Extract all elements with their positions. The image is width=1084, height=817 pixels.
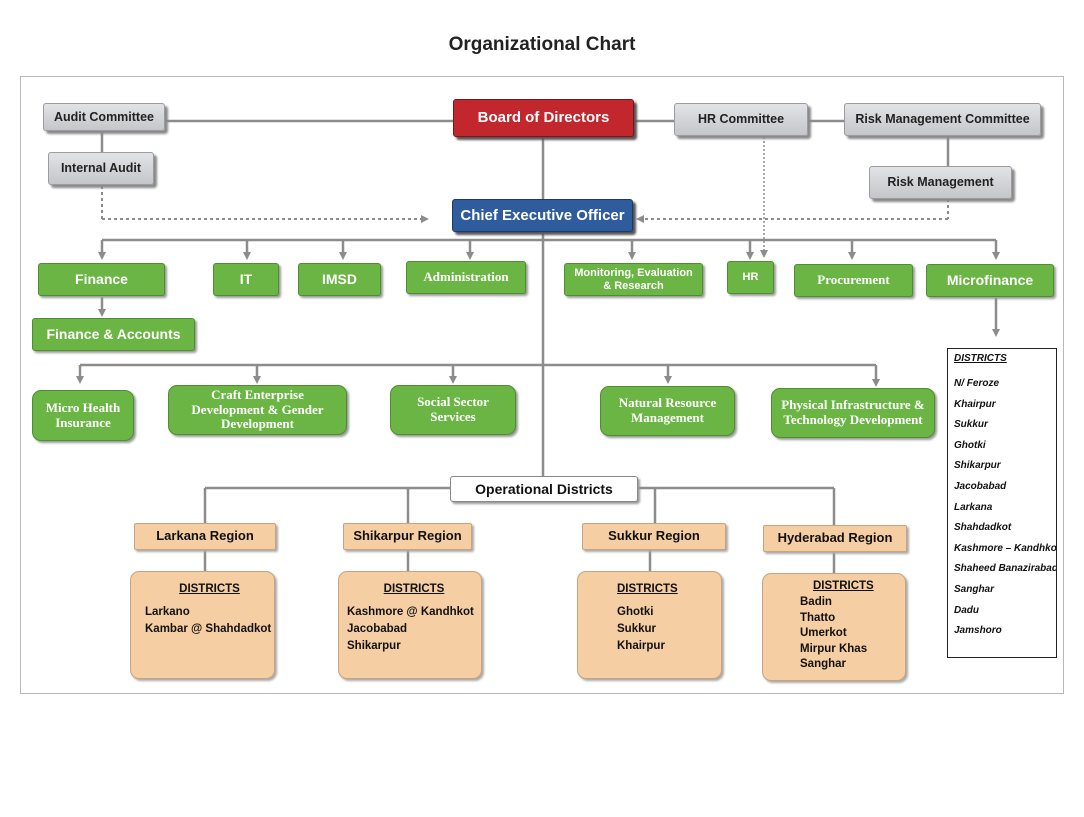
dept-finance-accounts: Finance & Accounts bbox=[32, 318, 195, 351]
dept-finance: Finance bbox=[38, 263, 165, 296]
district-item: Shikarpur bbox=[954, 460, 1001, 472]
district-item: Khairpur bbox=[617, 640, 665, 652]
microfinance-districts-list: DISTRICTS N/ Feroze Khairpur Sukkur Ghot… bbox=[947, 348, 1057, 658]
chart-title: Organizational Chart bbox=[448, 34, 636, 55]
district-item: Ghotki bbox=[617, 606, 654, 618]
operational-districts-box: Operational Districts bbox=[450, 476, 638, 502]
dept-it: IT bbox=[213, 263, 279, 296]
district-item: Sukkur bbox=[617, 623, 656, 635]
shikarpur-districts-panel: DISTRICTS Kashmore @ Kandhkot Jacobabad … bbox=[338, 571, 482, 679]
ceo-box: Chief Executive Officer bbox=[452, 199, 633, 232]
districts-heading: DISTRICTS bbox=[617, 583, 678, 595]
program-natural-resource-management: Natural Resource Management bbox=[600, 386, 735, 436]
dept-imsd: IMSD bbox=[298, 263, 381, 296]
dept-microfinance: Microfinance bbox=[926, 264, 1054, 297]
district-item: Khairpur bbox=[954, 398, 996, 410]
districts-heading: DISTRICTS bbox=[179, 583, 240, 595]
districts-heading: DISTRICTS bbox=[813, 580, 874, 592]
district-item: Jamshoro bbox=[954, 625, 1002, 637]
region-larkana: Larkana Region bbox=[134, 523, 276, 550]
district-item: Sanghar bbox=[954, 583, 995, 595]
districts-heading: DISTRICTS bbox=[383, 583, 445, 595]
program-craft-enterprise: Craft Enterprise Development & Gender De… bbox=[168, 385, 347, 435]
region-sukkur: Sukkur Region bbox=[582, 523, 726, 550]
district-item: Shikarpur bbox=[347, 640, 401, 652]
district-item: Umerkot bbox=[800, 627, 847, 639]
dept-monitoring-evaluation-research: Monitoring, Evaluation & Research bbox=[564, 263, 703, 296]
audit-committee-box: Audit Committee bbox=[43, 103, 165, 131]
region-shikarpur: Shikarpur Region bbox=[343, 523, 472, 550]
district-item: Ghotki bbox=[954, 439, 986, 451]
program-physical-infrastructure: Physical Infrastructure & Technology Dev… bbox=[771, 388, 935, 438]
hyderabad-districts-panel: DISTRICTS Badin Thatto Umerkot Mirpur Kh… bbox=[762, 573, 906, 681]
district-item: Larkano bbox=[145, 606, 190, 618]
district-item: Thatto bbox=[800, 611, 836, 624]
district-item: Shaheed Banazirabad bbox=[954, 563, 1057, 575]
district-item: N/ Feroze bbox=[954, 378, 1000, 389]
district-item: Jacobabad bbox=[347, 623, 408, 635]
sukkur-districts-panel: DISTRICTS Ghotki Sukkur Khairpur bbox=[577, 571, 722, 679]
dept-hr: HR bbox=[727, 261, 774, 294]
district-item: Kambar @ Shahdadkot bbox=[145, 623, 272, 635]
risk-committee-box: Risk Management Committee bbox=[844, 103, 1041, 136]
internal-audit-box: Internal Audit bbox=[48, 152, 154, 185]
region-hyderabad: Hyderabad Region bbox=[763, 525, 907, 552]
district-item: Badin bbox=[800, 596, 832, 608]
risk-management-box: Risk Management bbox=[869, 166, 1012, 199]
district-item: Sukkur bbox=[954, 419, 988, 431]
district-item: Shahdadkot bbox=[954, 522, 1012, 534]
larkana-districts-panel: DISTRICTS Larkano Kambar @ Shahdadkot bbox=[130, 571, 275, 679]
district-item: Larkana bbox=[954, 501, 993, 513]
district-item: Kashmore – Kandhkot bbox=[954, 542, 1057, 554]
district-item: Mirpur Khas bbox=[800, 642, 868, 655]
program-micro-health-insurance: Micro Health Insurance bbox=[32, 390, 134, 441]
district-item: Jacobabad bbox=[954, 480, 1007, 492]
district-item: Kashmore @ Kandhkot bbox=[347, 606, 474, 618]
board-of-directors-box: Board of Directors bbox=[453, 99, 634, 137]
district-item: Sanghar bbox=[800, 658, 847, 670]
district-item: Dadu bbox=[954, 604, 979, 616]
dept-procurement: Procurement bbox=[794, 264, 913, 297]
dept-administration: Administration bbox=[406, 261, 526, 294]
program-social-sector-services: Social Sector Services bbox=[390, 385, 516, 435]
hr-committee-box: HR Committee bbox=[674, 103, 808, 136]
districts-heading: DISTRICTS bbox=[954, 353, 1007, 364]
